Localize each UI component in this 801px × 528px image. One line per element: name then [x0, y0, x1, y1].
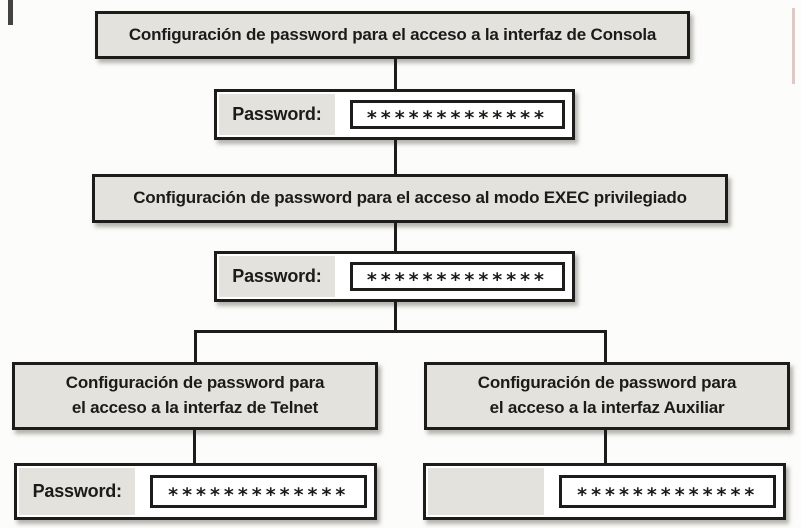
- password-widget-exec: Password: *************: [214, 251, 575, 302]
- connector-console-to-password: [394, 58, 397, 91]
- password-input-auxiliar[interactable]: *************: [559, 474, 776, 509]
- node-telnet-label-line1: Configuración de password para: [65, 373, 325, 393]
- password-label: Password:: [19, 468, 136, 515]
- node-exec-label: Configuración de password para el acceso…: [133, 188, 687, 208]
- password-label: Password:: [219, 94, 335, 135]
- connector-password-branch-stub: [394, 301, 397, 332]
- node-auxiliar-label-line1: Configuración de password para: [477, 373, 737, 393]
- node-auxiliar: Configuración de password para el acceso…: [424, 362, 790, 430]
- connector-exec-to-password: [394, 222, 397, 253]
- password-label-empty: [428, 468, 545, 515]
- connector-telnet-to-password: [193, 429, 196, 464]
- node-console: Configuración de password para el acceso…: [95, 11, 690, 59]
- node-exec: Configuración de password para el acceso…: [92, 174, 728, 223]
- password-input-console[interactable]: *************: [349, 99, 565, 130]
- password-field-wrap: *************: [335, 94, 570, 135]
- scan-artifact-right-edge: [792, 8, 795, 84]
- password-widget-telnet: Password: *************: [14, 463, 377, 520]
- password-input-exec[interactable]: *************: [349, 261, 565, 292]
- password-input-telnet[interactable]: *************: [150, 474, 367, 509]
- scan-artifact-top-left: [8, 0, 13, 25]
- connector-branch-to-auxiliar: [604, 330, 607, 363]
- connector-branch-horizontal: [194, 330, 607, 333]
- password-widget-auxiliar: *************: [423, 463, 786, 520]
- password-masked-value: *************: [577, 484, 759, 507]
- connector-password-to-exec: [394, 139, 397, 176]
- password-masked-value: *************: [366, 269, 548, 292]
- password-field-wrap: *************: [135, 468, 372, 515]
- connector-auxiliar-to-password: [604, 429, 607, 464]
- node-telnet: Configuración de password para el acceso…: [12, 362, 378, 430]
- node-telnet-label-line2: el acceso a la interfaz de Telnet: [71, 398, 319, 417]
- password-masked-value: *************: [168, 484, 350, 507]
- node-auxiliar-label-line2: el acceso a la interfaz Auxiliar: [489, 398, 725, 417]
- connector-branch-to-telnet: [194, 330, 197, 363]
- password-masked-value: *************: [366, 107, 548, 130]
- password-field-wrap: *************: [335, 256, 570, 297]
- node-console-label: Configuración de password para el acceso…: [128, 24, 657, 44]
- password-widget-console: Password: *************: [214, 89, 575, 140]
- password-label: Password:: [219, 256, 335, 297]
- password-field-wrap: *************: [544, 468, 781, 515]
